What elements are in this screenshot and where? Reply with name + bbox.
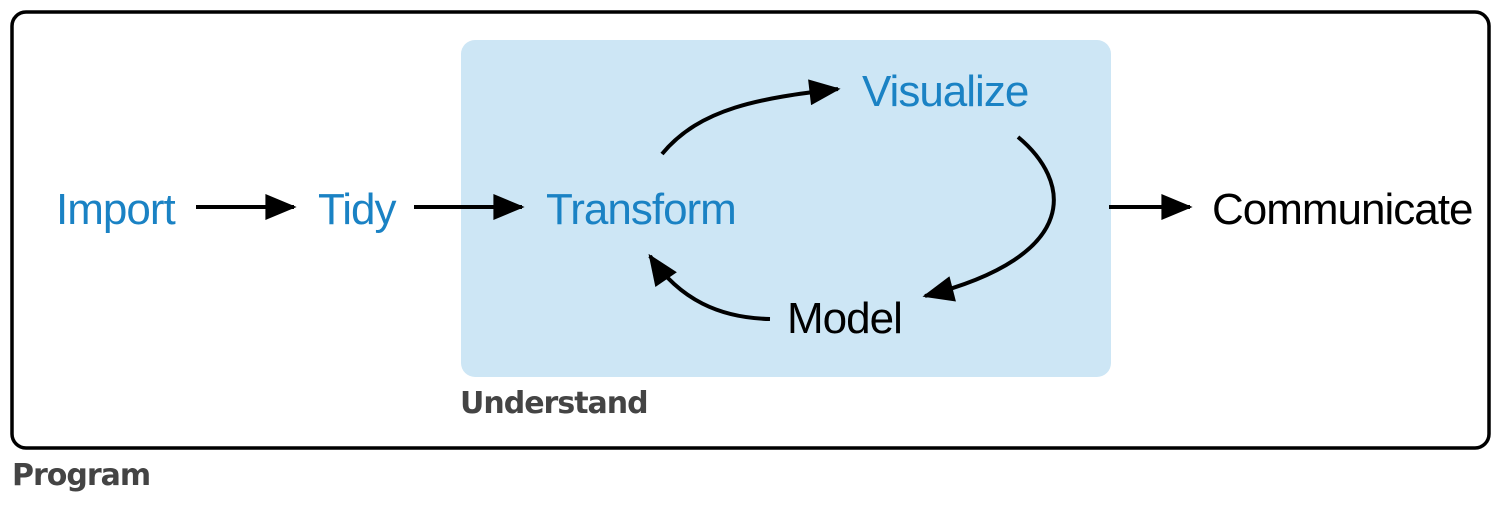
node-visualize: Visualize	[862, 67, 1028, 116]
node-transform: Transform	[546, 185, 736, 234]
program-caption: Program	[12, 458, 150, 493]
node-import: Import	[56, 185, 175, 234]
node-communicate: Communicate	[1212, 185, 1472, 234]
understand-caption: Understand	[460, 386, 648, 421]
node-tidy: Tidy	[318, 185, 396, 234]
arrow-transform-to-visualize	[660, 79, 841, 156]
arrow-visualize-to-model	[922, 135, 1056, 302]
node-model: Model	[787, 294, 902, 343]
arrow-model-to-transform	[648, 253, 771, 321]
